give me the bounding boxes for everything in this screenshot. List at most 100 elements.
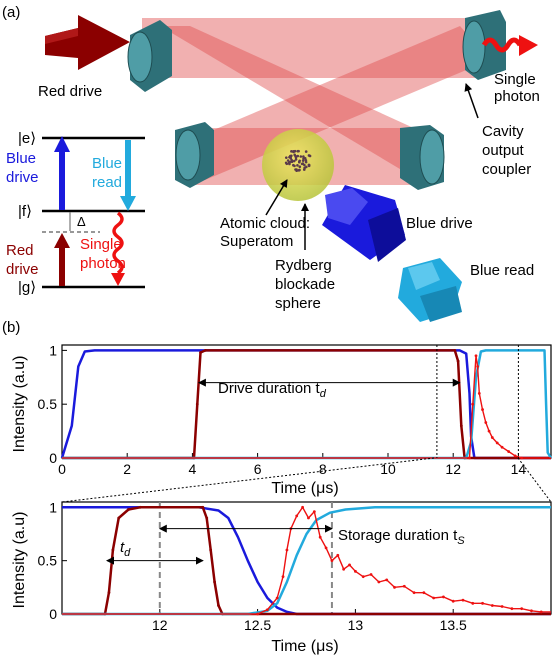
- x-tick-label: 6: [254, 461, 262, 477]
- delta-label: Δ: [77, 214, 86, 229]
- point-single-photon: [256, 612, 259, 616]
- x-tick-label: 13.5: [440, 617, 467, 633]
- level-g-label: |g⟩: [18, 279, 36, 296]
- x-tick-label: 10: [380, 461, 396, 477]
- point-red-drive: [127, 508, 130, 511]
- point-single-photon: [468, 456, 471, 460]
- atom-dot: [296, 164, 299, 167]
- panel-a-label: (a): [2, 4, 20, 21]
- atom-dot: [298, 168, 301, 172]
- point-red-drive: [199, 351, 202, 354]
- y-tick-label: 0: [49, 606, 57, 622]
- atom-dot: [302, 155, 305, 158]
- series-blue-read: [62, 349, 553, 460]
- diagram-red-drive-label-2: drive: [6, 261, 39, 278]
- point-single-photon: [507, 450, 511, 453]
- atom-dot: [295, 169, 298, 172]
- blue-read-beam: [398, 258, 462, 322]
- panel-b-label: (b): [2, 319, 20, 336]
- point-single-photon: [265, 608, 269, 612]
- coupler-label-2: output: [482, 142, 525, 159]
- point-single-photon: [385, 578, 389, 582]
- diagram-blue-read-label-1: Blue: [92, 155, 122, 172]
- coupler-label-3: coupler: [482, 161, 531, 178]
- atom-dot: [299, 155, 303, 158]
- coupler-pointer: [464, 83, 479, 119]
- mirror-top-left: [127, 20, 172, 92]
- y-tick-label: 1: [49, 499, 57, 515]
- blue-drive-beam: [322, 185, 406, 262]
- atom-dot: [288, 154, 292, 158]
- atom-dot: [284, 161, 288, 165]
- point-single-photon: [324, 546, 328, 550]
- point-single-photon: [484, 421, 488, 424]
- point-single-photon: [275, 596, 279, 600]
- zoom-connector-right: [517, 457, 552, 503]
- zoom-connector-left: [61, 457, 435, 503]
- level-diagram: |e⟩ |f⟩ |g⟩ Blue drive Blue read Red dri…: [6, 130, 145, 296]
- point-red-drive: [205, 516, 209, 520]
- point-single-photon: [393, 585, 396, 589]
- storage-duration-label: Storage duration tS: [338, 527, 465, 547]
- point-single-photon: [500, 445, 504, 449]
- point-single-photon: [520, 456, 524, 460]
- point-red-drive: [204, 348, 207, 352]
- point-single-photon: [481, 601, 484, 605]
- point-single-photon: [481, 408, 484, 411]
- point-single-photon: [354, 569, 357, 573]
- point-single-photon: [510, 607, 514, 611]
- atom-dot: [301, 159, 305, 162]
- point-single-photon: [312, 510, 316, 513]
- point-single-photon: [348, 563, 351, 567]
- point-single-photon: [281, 575, 285, 579]
- x-tick-label: 13: [348, 617, 364, 633]
- atom-dot: [307, 164, 311, 168]
- point-single-photon: [295, 514, 299, 518]
- rydberg-label-2: blockade: [275, 276, 335, 293]
- td-label: td: [120, 539, 131, 559]
- point-single-photon: [377, 580, 381, 584]
- point-red-drive: [453, 348, 457, 352]
- point-single-photon: [513, 454, 517, 458]
- atom-dot: [304, 150, 308, 153]
- point-single-photon: [520, 607, 524, 611]
- point-single-photon: [461, 598, 465, 602]
- point-single-photon: [490, 436, 494, 439]
- point-single-photon: [530, 609, 533, 613]
- diagram-red-drive-label-1: Red: [6, 242, 34, 259]
- point-single-photon: [412, 591, 416, 595]
- point-single-photon: [369, 573, 373, 576]
- diagram-single-photon-wave: [112, 211, 124, 275]
- point-single-photon: [490, 604, 494, 607]
- atom-dot: [296, 154, 300, 158]
- atom-dot: [290, 150, 293, 153]
- point-red-drive: [456, 359, 460, 363]
- point-red-drive: [107, 591, 111, 595]
- single-photon-arrow: [481, 35, 538, 56]
- x-tick-label: 2: [123, 461, 131, 477]
- point-red-drive: [201, 505, 205, 509]
- red-drive-label: Red drive: [38, 83, 102, 100]
- atom-dot: [296, 149, 300, 153]
- atom-dot: [303, 156, 307, 160]
- point-single-photon: [285, 548, 289, 552]
- drive-duration-label: Drive duration td: [218, 380, 327, 400]
- atomic-cloud: [284, 149, 312, 172]
- atom-dot: [298, 159, 301, 163]
- point-single-photon: [487, 429, 491, 433]
- point-red-drive: [459, 424, 463, 428]
- x-tick-label: 12.5: [244, 617, 271, 633]
- rydberg-label-3: sphere: [275, 295, 321, 312]
- single-photon-label-2: photon: [494, 88, 540, 105]
- series-red-drive: [62, 506, 551, 616]
- atom-dot: [305, 165, 308, 169]
- x-tick-label: 4: [189, 461, 197, 477]
- x-tick-label: 14: [511, 461, 527, 477]
- atom-dot: [293, 149, 297, 153]
- red-drive-arrow: [45, 15, 130, 70]
- top-series: [60, 348, 553, 460]
- x-tick-label: 12: [152, 617, 168, 633]
- atom-dot: [300, 162, 304, 166]
